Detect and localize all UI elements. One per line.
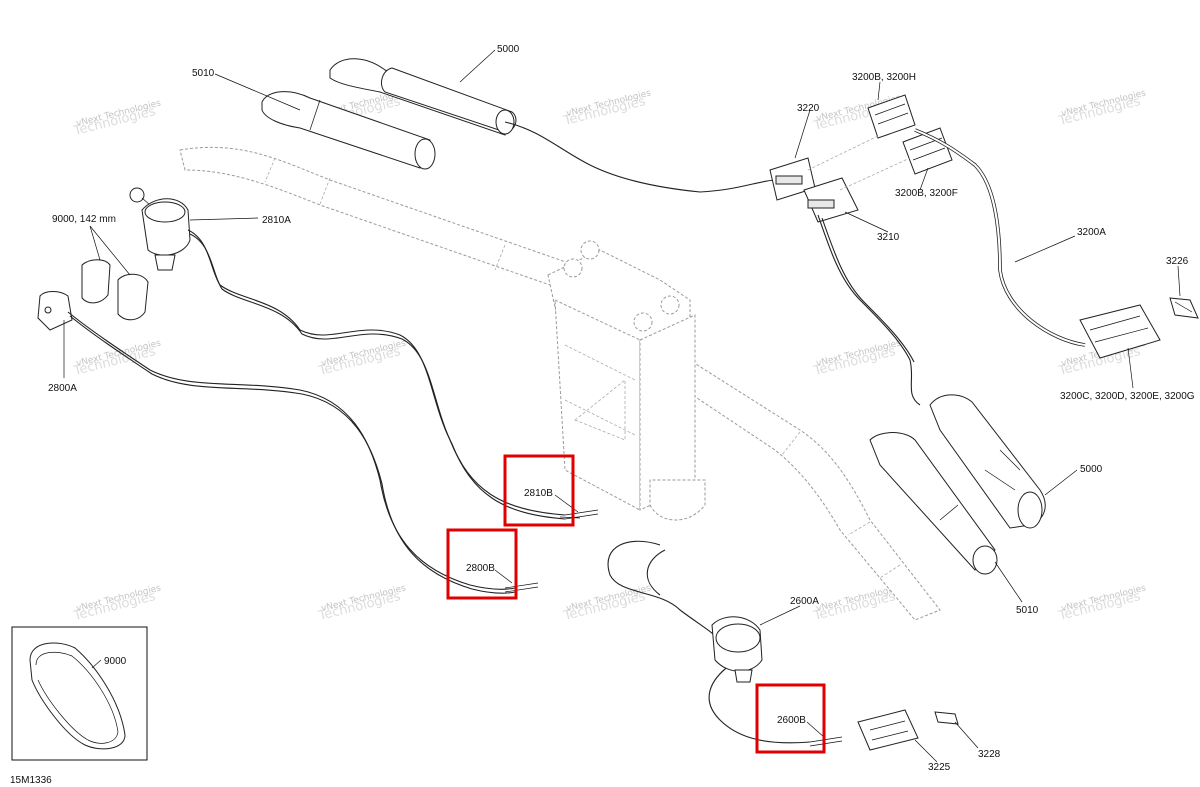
label-3220: 3220 [797,103,820,114]
label-5000-top: 5000 [497,44,520,55]
watermark-9: Technologies vNext Technologies [811,338,902,379]
wire-2810a [187,229,566,520]
label-3210: 3210 [877,232,900,243]
label-2600a: 2600A [790,596,819,607]
label-2600b: 2600B [777,715,806,726]
leader-lines [63,49,1181,763]
connector-3210 [803,177,859,223]
label-5000-bottom: 5000 [1080,464,1103,475]
highlight-box-2600b [755,683,826,754]
wire-2800a [67,311,516,594]
watermark-1: Technologies vNext Technologies [71,98,162,139]
connector-3200b-3200h [867,94,916,139]
label-3200b-3200f: 3200B, 3200F [895,188,958,199]
grip-5010-top [261,91,436,170]
highlight-box-2810b [503,454,575,527]
grip-5010-bottom [869,432,998,575]
wire-3210-grip [817,214,921,406]
label-5010-bottom: 5010 [1016,605,1039,616]
inset-box [11,626,148,761]
dashed-connections [807,134,911,191]
clamps-9000 [81,259,149,321]
handlebar-ghost [179,146,941,621]
highlight-box-2800b [446,528,518,600]
label-2800b: 2800B [466,563,495,574]
pins-2800b [504,582,539,593]
watermark-5: Technologies vNext Technologies [1056,88,1147,129]
switch-2810a [129,187,191,271]
terminal-3228 [934,711,959,725]
label-3226: 3226 [1166,256,1189,267]
watermark-13: Technologies vNext Technologies [561,583,652,624]
harness-3200a [914,128,1086,347]
throttle-2600a [711,616,763,683]
label-3200a: 3200A [1077,227,1106,238]
label-3225: 3225 [928,762,951,773]
callout-labels: 5000 5010 3200B, 3200H 3220 3200B, 3200F… [10,44,1195,786]
pins-2810b [559,509,599,520]
label-2810b: 2810B [524,488,553,499]
label-3200c-3200g: 3200C, 3200D, 3200E, 3200G [1060,391,1195,402]
watermark-11: Technologies vNext Technologies [71,583,162,624]
watermark-7: Technologies vNext Technologies [316,338,407,379]
label-2810a: 2810A [262,215,291,226]
watermark-3: Technologies vNext Technologies [561,88,652,129]
connector-2800a [37,291,73,331]
label-5010-top: 5010 [192,68,215,79]
watermark-15: Technologies vNext Technologies [1056,583,1147,624]
wire-5000-top [504,121,779,193]
wire-2600 [607,540,811,744]
connector-3225 [857,709,919,751]
grip-5000-bottom [929,394,1046,529]
highlight-boxes [446,454,826,754]
pins-2600b [809,736,843,747]
label-2800a: 2800A [48,383,77,394]
watermark-12: Technologies vNext Technologies [316,583,407,624]
label-9000-142: 9000, 142 mm [52,214,116,225]
terminal-3226 [1169,297,1199,319]
label-3228: 3228 [978,749,1001,760]
label-3200b-3200h: 3200B, 3200H [852,72,916,83]
connector-3200b-3200f [902,127,953,175]
riser-clamp-ghost [547,240,706,521]
diagram-id: 15M1336 [10,775,52,786]
label-9000: 9000 [104,656,127,667]
connector-3200c [1079,304,1161,359]
